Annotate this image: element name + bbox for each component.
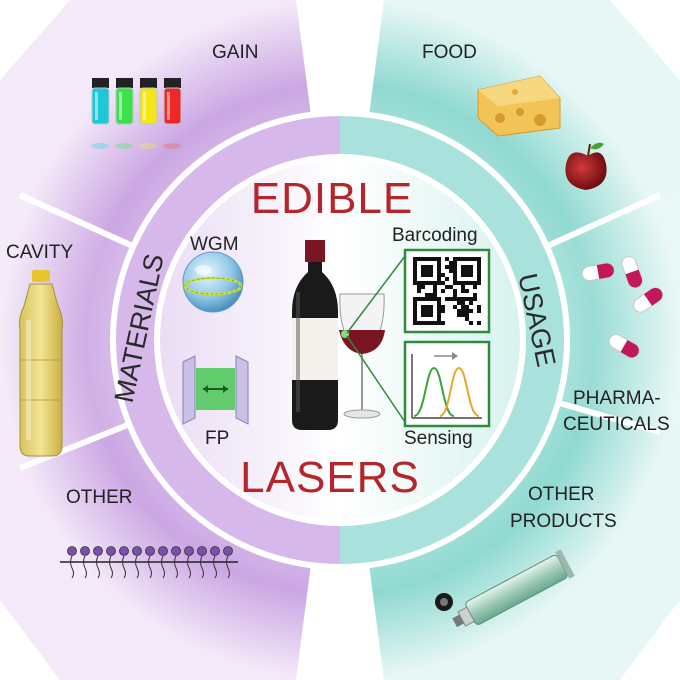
label-cavity: CAVITY bbox=[6, 242, 74, 263]
label-sensing: Sensing bbox=[404, 428, 473, 449]
label-gain: GAIN bbox=[212, 42, 258, 63]
vials-icon bbox=[91, 78, 182, 149]
label-pharma-1: PHARMA- bbox=[573, 388, 661, 409]
title-lasers: LASERS bbox=[240, 453, 420, 502]
label-other-products-2: PRODUCTS bbox=[510, 511, 617, 532]
capsule-icon bbox=[581, 256, 663, 358]
inner-circle bbox=[154, 154, 526, 526]
qr-code-icon bbox=[403, 248, 491, 334]
label-wgm: WGM bbox=[190, 234, 239, 255]
title-edible: EDIBLE bbox=[251, 174, 414, 223]
label-fp: FP bbox=[205, 428, 229, 449]
ointment-tube-icon bbox=[435, 549, 575, 628]
apple-icon bbox=[565, 142, 607, 190]
connector-lines bbox=[346, 255, 406, 423]
spectrum-icon bbox=[403, 340, 491, 428]
label-barcoding: Barcoding bbox=[392, 225, 478, 246]
label-pharma-2: CEUTICALS bbox=[563, 414, 670, 435]
label-other-products-1: OTHER bbox=[528, 484, 595, 505]
oil-bottle-icon bbox=[19, 270, 63, 457]
lipid-chain-icon bbox=[60, 546, 238, 579]
wgm-sphere-icon bbox=[182, 251, 244, 313]
label-food: FOOD bbox=[422, 42, 477, 63]
wine-bottle-icon bbox=[292, 240, 338, 430]
fp-cavity-icon bbox=[182, 355, 249, 425]
label-other-materials: OTHER bbox=[66, 487, 133, 508]
cheese-icon bbox=[477, 75, 561, 137]
